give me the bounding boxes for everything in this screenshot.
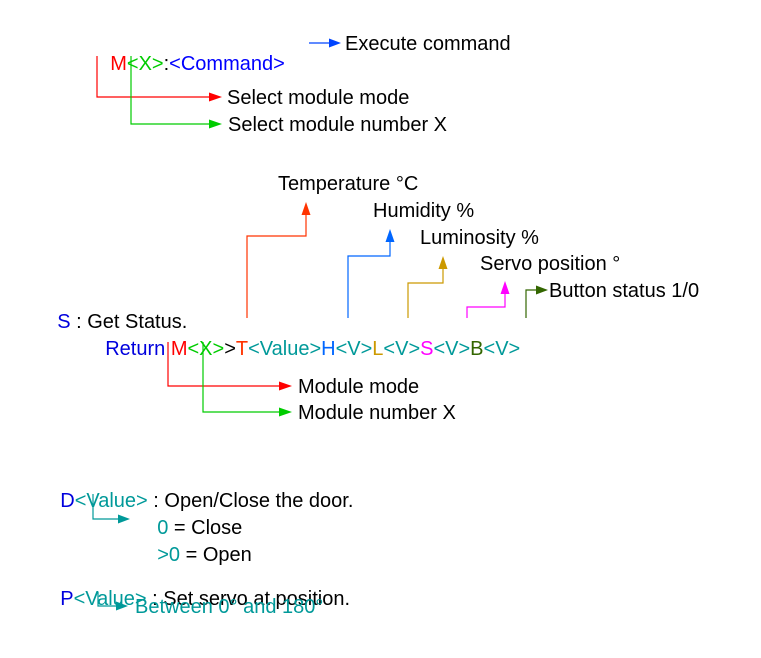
door-d: D bbox=[60, 490, 75, 512]
command-colon: : bbox=[163, 53, 170, 75]
command-syntax: M<X>:<Command> bbox=[88, 34, 285, 94]
door-value: <Value> bbox=[74, 490, 148, 512]
return-x: <X> bbox=[187, 338, 225, 360]
luminosity-connector bbox=[407, 256, 448, 318]
door-gt0: >0 bbox=[157, 544, 181, 566]
module-number-connector bbox=[202, 342, 292, 417]
select-mode-connector bbox=[96, 56, 222, 102]
return-label: Return bbox=[105, 338, 171, 360]
humidity-connector bbox=[347, 229, 395, 318]
execute-arrow bbox=[309, 38, 341, 48]
servo-connector bbox=[466, 281, 510, 318]
door-description: : Open/Close the door. bbox=[147, 490, 354, 512]
door-command-line: D<Value> : Open/Close the door. bbox=[38, 471, 353, 531]
select-module-mode-label: Select module mode bbox=[227, 87, 410, 109]
door-zero: 0 bbox=[157, 517, 169, 539]
return-value: <Value> bbox=[248, 338, 322, 360]
return-m: M bbox=[170, 338, 188, 360]
module-mode-connector bbox=[167, 342, 292, 391]
return-t: T bbox=[235, 338, 249, 360]
servo-value: <Value> bbox=[73, 588, 147, 610]
servo-description: : Set servo at position. bbox=[146, 588, 351, 610]
door-open-text: = Open bbox=[180, 544, 252, 566]
return-b: B bbox=[470, 338, 484, 360]
button-status-label: Button status 1/0 bbox=[549, 280, 700, 302]
servo-command-line: P<Value> : Set servo at position. bbox=[38, 569, 350, 629]
command-x: <X> bbox=[126, 53, 164, 75]
execute-command-label: Execute command bbox=[345, 33, 511, 55]
select-number-connector bbox=[130, 56, 222, 129]
temperature-connector bbox=[246, 202, 311, 318]
command-placeholder: <Command> bbox=[169, 53, 285, 75]
return-v-l: <V> bbox=[383, 338, 421, 360]
module-mode-label: Module mode bbox=[298, 376, 420, 398]
door-open-option: >0 = Open bbox=[135, 525, 252, 585]
servo-range-connector bbox=[97, 592, 128, 611]
door-close-option: 0 = Close bbox=[135, 498, 242, 558]
return-v-b: <V> bbox=[483, 338, 521, 360]
select-module-number-label: Select module number X bbox=[228, 114, 448, 136]
button-connector bbox=[525, 285, 548, 318]
servo-p: P bbox=[60, 588, 74, 610]
return-h: H bbox=[321, 338, 336, 360]
return-gt: > bbox=[224, 338, 236, 360]
return-v-s: <V> bbox=[433, 338, 471, 360]
humidity-label: Humidity % bbox=[373, 200, 475, 222]
door-value-connector bbox=[92, 494, 130, 524]
return-format-line: Return M<X>>T<Value>H<V>L<V>S<V>B<V> bbox=[83, 319, 520, 379]
module-number-label: Module number X bbox=[298, 402, 456, 424]
return-l: L bbox=[372, 338, 384, 360]
temperature-label: Temperature °C bbox=[278, 173, 419, 195]
return-s: S bbox=[420, 338, 434, 360]
get-status-line: S : Get Status. bbox=[35, 292, 187, 352]
return-v-h: <V> bbox=[335, 338, 373, 360]
servo-position-label: Servo position ° bbox=[480, 253, 621, 275]
door-close-text: = Close bbox=[168, 517, 243, 539]
servo-range-label: Between 0° and 180° bbox=[135, 596, 324, 618]
get-status-text: : Get Status. bbox=[70, 311, 188, 333]
status-s: S bbox=[57, 311, 71, 333]
luminosity-label: Luminosity % bbox=[420, 227, 539, 249]
command-m: M bbox=[110, 53, 127, 75]
